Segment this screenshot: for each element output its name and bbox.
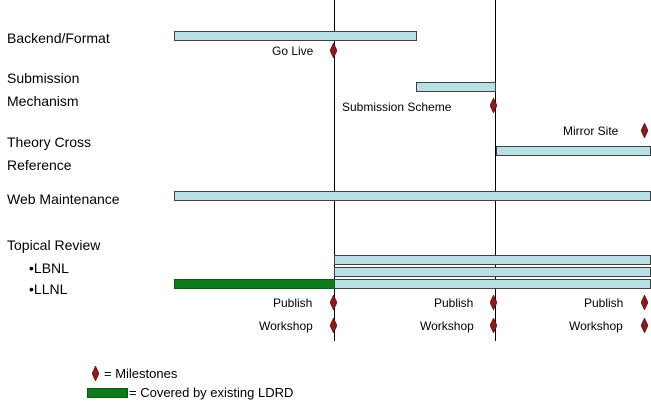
milestone-diamond-icon (641, 318, 648, 333)
milestone-diamond-icon (641, 123, 648, 138)
period-divider-1 (334, 0, 335, 341)
legend-milestones-label: = Milestones (104, 366, 178, 381)
milestone-label-mirror-site: Mirror Site (563, 124, 619, 138)
row-label-theory-line1: Theory Cross (7, 134, 92, 150)
milestone-label-workshop-3: Workshop (569, 319, 623, 333)
bar-submission-mechanism (416, 82, 496, 92)
row-label-topical-review: Topical Review (7, 237, 101, 253)
bar-web-maintenance (174, 191, 651, 201)
bar-llnl (334, 279, 651, 289)
milestone-diamond-icon (490, 98, 497, 113)
period-divider-2 (495, 0, 496, 341)
bar-backend-format (174, 31, 417, 41)
legend-milestone-diamond-icon (92, 366, 99, 381)
milestone-diamond-icon (490, 318, 497, 333)
row-label-submission-line2: Mechanism (7, 93, 79, 109)
legend-ldrd-swatch (87, 388, 128, 398)
bar-topical-review-lbnl-upper (334, 255, 651, 265)
milestone-diamond-icon (330, 43, 337, 58)
bar-llnl-ldrd (174, 279, 335, 289)
row-label-backend-format: Backend/Format (7, 30, 110, 46)
legend-ldrd-label: = Covered by existing LDRD (129, 385, 294, 400)
row-label-llnl: •LLNL (29, 281, 68, 297)
milestone-label-workshop-2: Workshop (420, 319, 474, 333)
milestone-diamond-icon (490, 295, 497, 310)
milestone-label-workshop-1: Workshop (259, 319, 313, 333)
row-label-lbnl: •LBNL (29, 260, 69, 276)
milestone-label-publish-2: Publish (434, 296, 474, 310)
bar-theory-cross-reference (496, 146, 651, 156)
milestone-diamond-icon (641, 295, 648, 310)
bar-topical-review-lbnl-lower (334, 267, 651, 277)
row-label-web-maintenance: Web Maintenance (7, 191, 120, 207)
milestone-label-publish-3: Publish (584, 296, 624, 310)
milestone-label-go-live: Go Live (272, 44, 314, 58)
row-label-submission-line1: Submission (7, 70, 80, 86)
milestone-label-publish-1: Publish (273, 296, 313, 310)
milestone-diamond-icon (330, 295, 337, 310)
row-label-theory-line2: Reference (7, 157, 72, 173)
milestone-label-submission-scheme: Submission Scheme (342, 100, 452, 114)
milestone-diamond-icon (330, 318, 337, 333)
